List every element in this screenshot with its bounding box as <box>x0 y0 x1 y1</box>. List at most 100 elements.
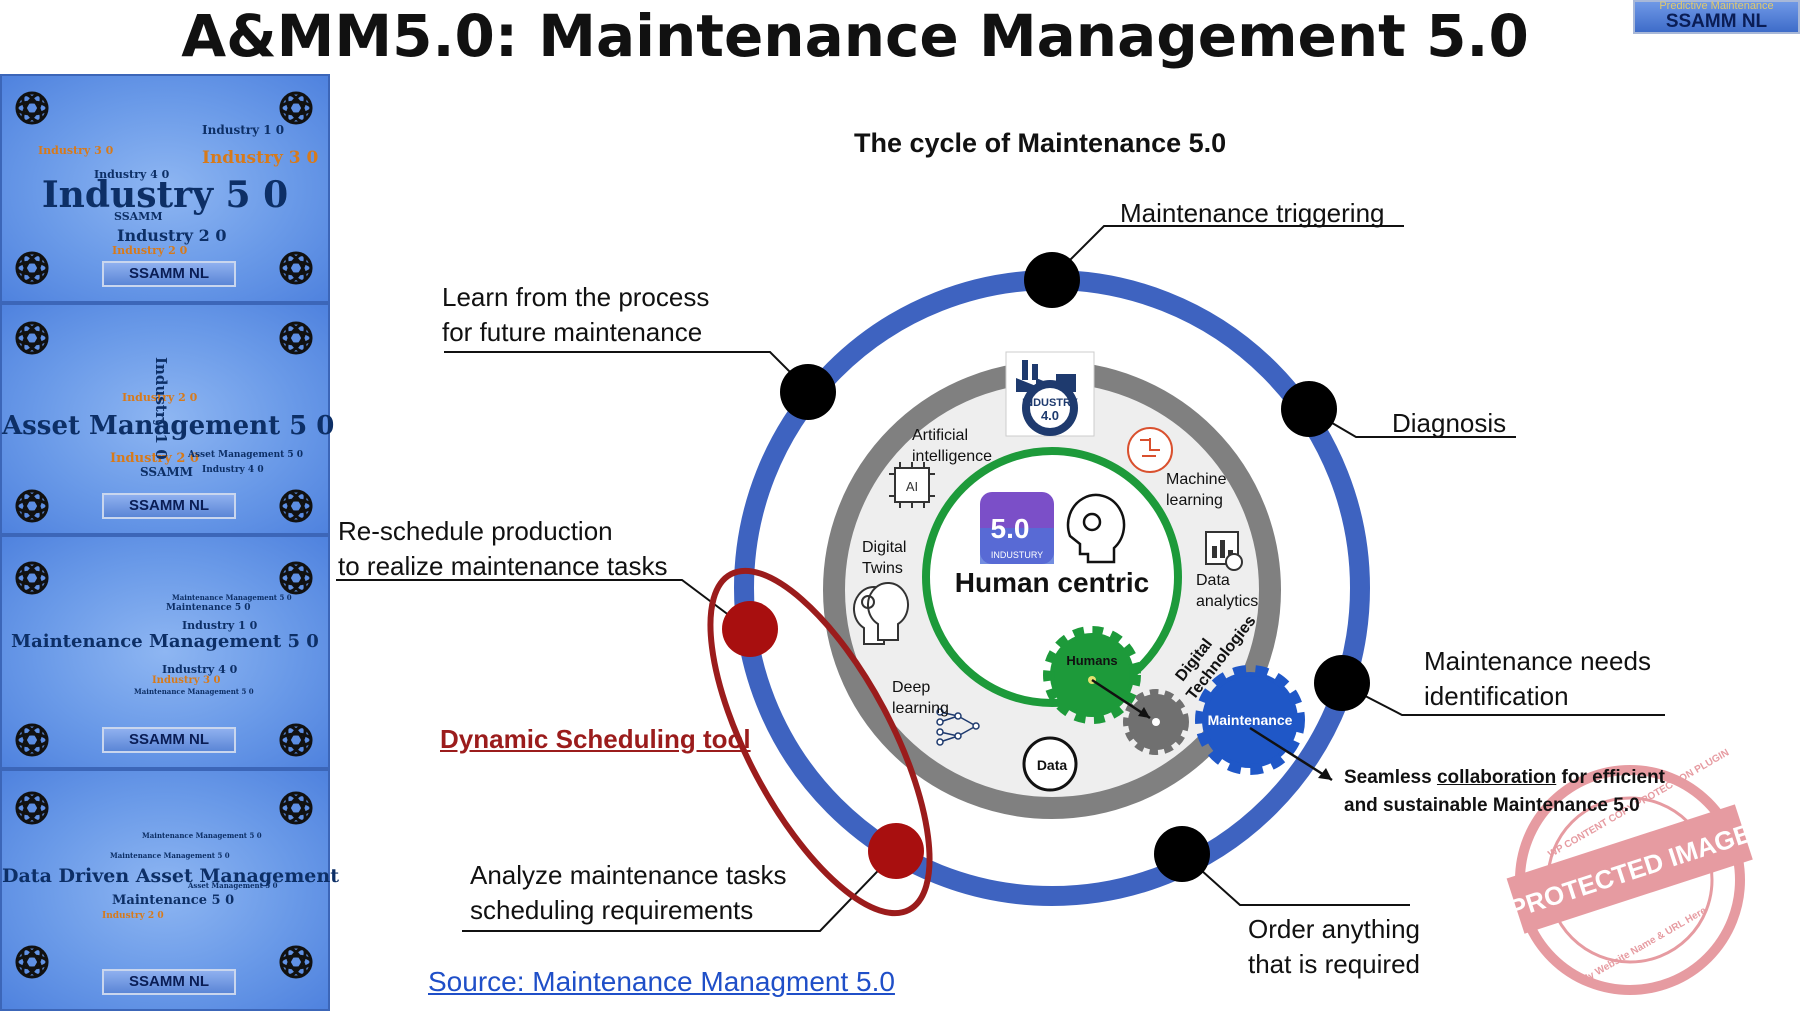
label-learn-line1: Learn from the process <box>442 282 710 312</box>
sidebar-panel-asset-management[interactable]: Industry 2 0 Industry 2 0 SSAMM Asset Ma… <box>0 303 335 535</box>
seamless-post: for efficient <box>1556 767 1665 788</box>
sidebar-panel-industry[interactable]: Industry 3 0 Industry 2 0 Industry 1 0 I… <box>0 74 330 303</box>
label-analyze-line1: Analyze maintenance tasks <box>470 860 787 890</box>
label-order-line2: that is required <box>1248 949 1420 979</box>
brain-circuit-icon <box>1127 427 1173 473</box>
label-analyze-line2: scheduling requirements <box>470 895 754 925</box>
panel-main-word: Industry 5 0 <box>41 174 289 216</box>
ssamm-logo: Predictive Maintenance SSAMM NL <box>1633 0 1800 34</box>
panel-main-word: Data Driven Asset Management <box>2 865 339 887</box>
cloud-word: Industry 4 0 <box>202 465 264 475</box>
cloud-word: Maintenance Management 5 0 <box>134 687 254 696</box>
logo-small-text: Predictive Maintenance <box>1659 0 1774 12</box>
panel-main-word: Asset Management 5 0 <box>2 411 335 441</box>
humans-gear-label: Humans <box>1066 653 1117 668</box>
cloud-word: Industry 2 0 <box>102 911 164 921</box>
gear-icon <box>1123 689 1189 755</box>
tech-dt-line2: Twins <box>862 560 903 577</box>
cloud-word: Maintenance Management 5 0 <box>110 851 230 860</box>
human-centric-label: Human centric <box>955 567 1150 598</box>
maintenance-gear-label: Maintenance <box>1208 712 1293 728</box>
sidebar: Industry 3 0 Industry 2 0 Industry 1 0 I… <box>0 74 339 1011</box>
label-reschedule-line2: to realize maintenance tasks <box>338 551 668 581</box>
tech-da-line1: Data <box>1196 572 1230 589</box>
openai-knot-icon <box>15 90 313 980</box>
ai-chip-icon: AI <box>889 462 935 508</box>
source-link[interactable]: Source: Maintenance Managment 5.0 <box>428 966 895 997</box>
twins-head-icon <box>853 581 909 645</box>
seamless-pre: Seamless <box>1344 767 1437 788</box>
cloud-word: Industry 2 0 <box>110 451 199 466</box>
tech-dl-line2: learning <box>892 700 949 717</box>
cycle-title: The cycle of Maintenance 5.0 <box>854 128 1227 158</box>
sidebar-panel-data-driven[interactable]: Maintenance 5 0 Maintenance Management 5… <box>0 769 339 1011</box>
label-learn-line2: for future maintenance <box>442 317 703 347</box>
leader-analyze <box>462 849 899 932</box>
seamless-line2: and sustainable Maintenance 5.0 <box>1344 795 1640 816</box>
label-diagnosis: Diagnosis <box>1392 408 1507 438</box>
label-order-line1: Order anything <box>1248 914 1420 944</box>
cloud-word: Industry 3 0 <box>152 675 221 686</box>
tech-dt-line1: Digital <box>862 539 906 556</box>
factory-gear-icon: INDUSTRY 4.0 <box>1005 351 1095 437</box>
industry40-text-line2: 4.0 <box>1041 408 1059 423</box>
cloud-word: Industry 4 0 <box>94 168 170 181</box>
tech-da-line2: analytics <box>1196 593 1258 610</box>
cloud-word: Industry 2 0 <box>112 244 188 257</box>
logo-text: SSAMM NL <box>1665 11 1768 32</box>
badge-subtext: INDUSTURY <box>991 550 1043 560</box>
node-order <box>1154 826 1210 882</box>
cloud-word: Industry 2 0 <box>122 391 198 404</box>
maintenance-gear: Maintenance <box>1195 665 1305 775</box>
cloud-word: Maintenance 5 0 <box>166 603 251 613</box>
ai-icon-text: AI <box>906 479 918 494</box>
head-gear-icon <box>1066 493 1126 564</box>
neural-net-icon <box>936 708 980 746</box>
tech-ai-line1: Artificial <box>912 427 968 444</box>
node-analyze <box>868 823 924 879</box>
database-icon: Data <box>1022 736 1078 792</box>
leader-order <box>1181 852 1410 906</box>
cloud-word: Industry 4 0 <box>162 663 238 676</box>
label-reschedule-line1: Re-schedule production <box>338 516 613 546</box>
cloud-word: Maintenance Management 5 0 <box>172 593 292 602</box>
node-reschedule <box>722 601 778 657</box>
cloud-word: Industry 1 0 <box>182 619 258 632</box>
cloud-word: Industry 2 0 <box>117 226 227 245</box>
node-learn <box>780 364 836 420</box>
cloud-word: Maintenance 5 0 <box>112 893 235 908</box>
tech-ai-line2: intelligence <box>912 448 992 465</box>
humans-gear: Humans <box>1043 626 1141 724</box>
leader-learn <box>444 351 809 391</box>
dynamic-scheduling-label: Dynamic Scheduling tool <box>440 724 751 754</box>
cloud-word: Asset Management 5 0 <box>188 450 304 460</box>
cloud-word: SSAMM <box>140 465 193 479</box>
dynamic-scheduling-ellipse <box>707 567 933 917</box>
panel-footer-logo: SSAMM NL <box>102 493 236 519</box>
panel-footer-logo: SSAMM NL <box>102 261 236 287</box>
data-icon-text: Data <box>1037 757 1068 773</box>
panel-main-word: Maintenance Management 5 0 <box>11 631 319 652</box>
industry-5-badge: 5.0 INDUSTURY <box>980 492 1054 564</box>
cloud-word: Industry 3 0 <box>202 148 319 168</box>
cloud-word: SSAMM <box>114 210 163 223</box>
seamless-collaboration-text: Seamless collaboration for efficient and… <box>1344 764 1665 820</box>
tech-ml-line2: learning <box>1166 492 1223 509</box>
cloud-word: Industry 3 0 <box>38 144 114 157</box>
node-needs <box>1314 655 1370 711</box>
sidebar-panel-maintenance-management[interactable]: Industry 1 0 Maintenance 5 0 Maintenance… <box>0 535 330 769</box>
badge-number: 5.0 <box>991 513 1030 544</box>
industry40-text-line1: INDUSTRY <box>1022 397 1078 409</box>
cloud-word: Asset Management 5 0 <box>188 881 278 890</box>
label-needs-line2: identification <box>1424 681 1569 711</box>
node-diagnosis <box>1281 381 1337 437</box>
tech-ml-line1: Machine <box>1166 471 1227 488</box>
label-triggering: Maintenance triggering <box>1120 198 1385 228</box>
panel-footer-logo: SSAMM NL <box>102 969 236 995</box>
page-title: A&MM5.0: Maintenance Management 5.0 <box>181 2 1529 70</box>
leader-triggering <box>1051 225 1404 279</box>
cloud-word: Maintenance Management 5 0 <box>142 831 262 840</box>
leader-reschedule <box>336 579 751 632</box>
data-chart-icon <box>1205 531 1243 571</box>
